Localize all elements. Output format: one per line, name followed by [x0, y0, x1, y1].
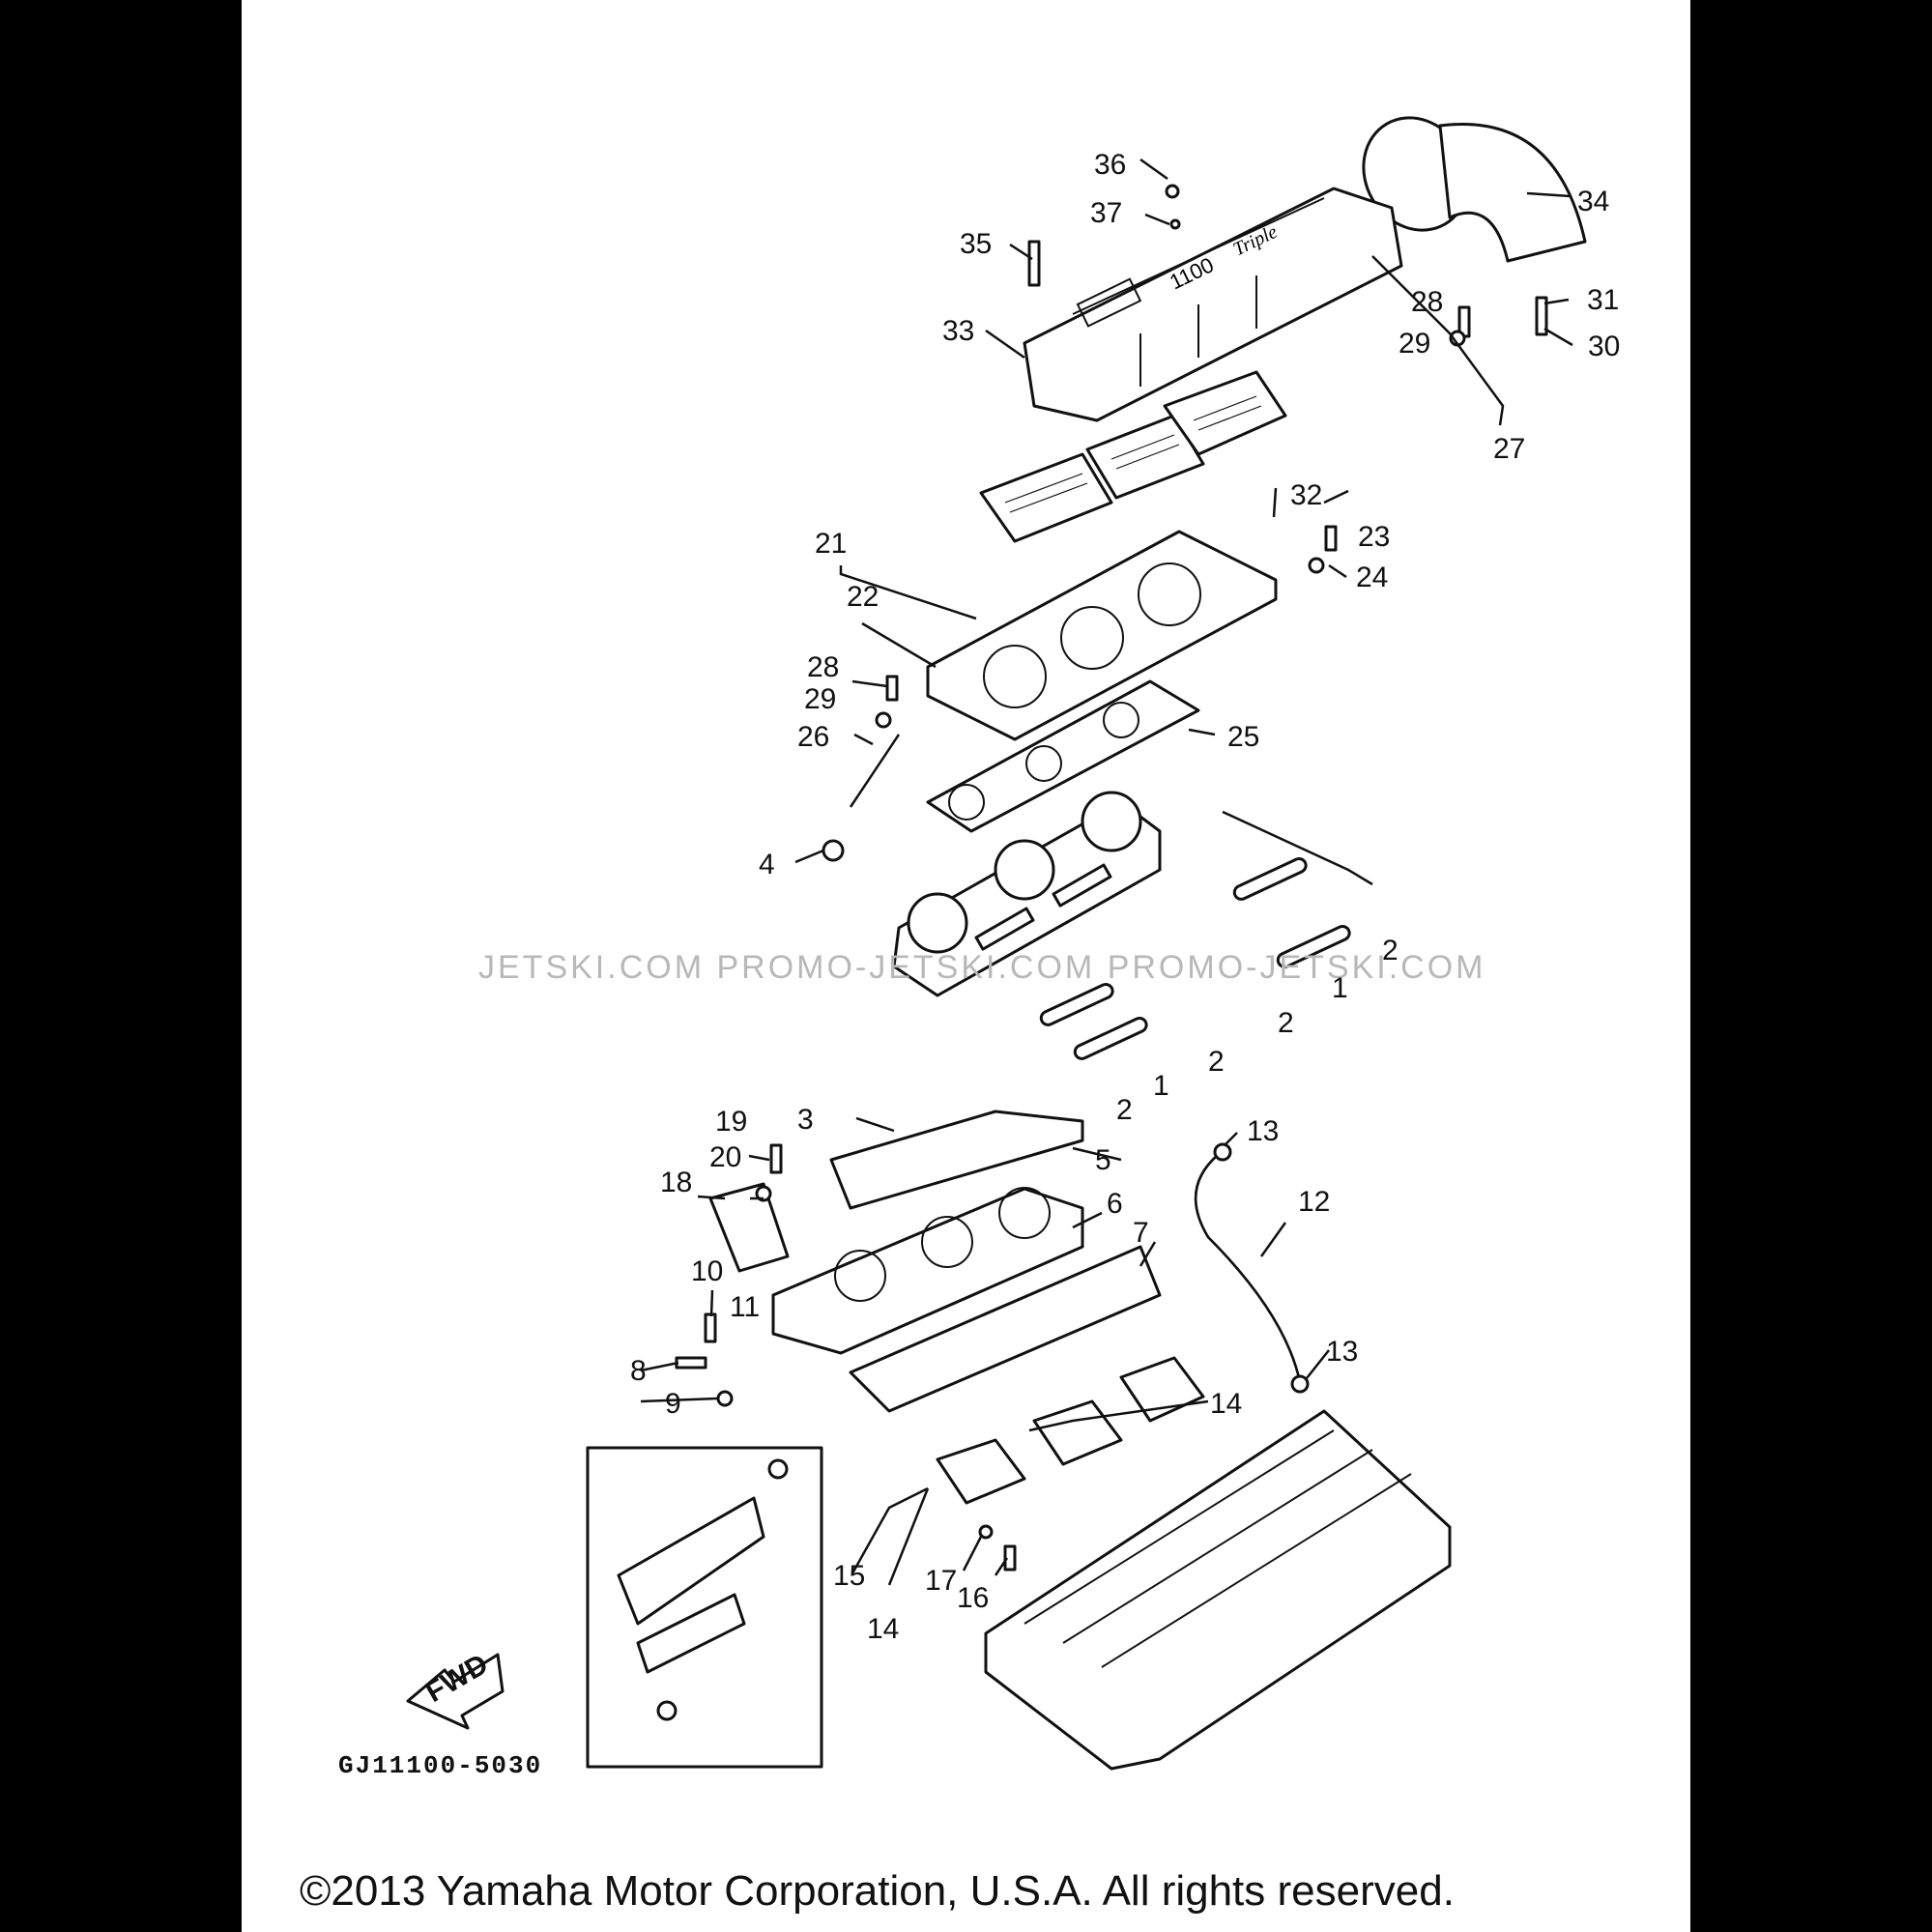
- callout-10: 10: [691, 1255, 723, 1287]
- callout-26: 26: [797, 721, 829, 753]
- callout-33: 33: [942, 315, 974, 347]
- watermark-text: JETSKI.COM PROMO-JETSKI.COM PROMO-JETSKI…: [478, 949, 1485, 986]
- callout-2: 2: [1382, 935, 1399, 966]
- callout-13: 13: [1247, 1115, 1279, 1147]
- callout-35: 35: [960, 228, 992, 260]
- callout-30: 30: [1588, 331, 1620, 362]
- callout-31: 31: [1587, 284, 1619, 316]
- diagram-code: GJ11100-5030: [338, 1751, 543, 1780]
- callout-23: 23: [1358, 521, 1390, 553]
- callout-13: 13: [1326, 1336, 1358, 1368]
- callout-2: 2: [1208, 1046, 1225, 1078]
- intake-manifold-part: [771, 1187, 1162, 1413]
- filter-elements-part: [979, 370, 1287, 543]
- callout-16: 16: [957, 1582, 989, 1614]
- fasteners-part: [675, 184, 1548, 1572]
- callout-25: 25: [1227, 721, 1259, 753]
- callout-27: 27: [1493, 433, 1525, 465]
- callout-28: 28: [807, 651, 839, 683]
- callout-14: 14: [867, 1613, 899, 1645]
- callout-labels: 36 37 35 33 34 28 31 29 30 27 32 21 23 2…: [630, 149, 1620, 1645]
- callout-7: 7: [1133, 1217, 1149, 1249]
- callout-5: 5: [1095, 1144, 1111, 1176]
- callout-15: 15: [833, 1560, 865, 1592]
- fwd-arrow-icon: FWD: [406, 1648, 505, 1730]
- callout-2: 2: [1278, 1007, 1294, 1039]
- callout-37: 37: [1090, 197, 1122, 229]
- callout-28: 28: [1411, 286, 1443, 318]
- callout-36: 36: [1094, 149, 1126, 181]
- callout-1: 1: [1153, 1070, 1169, 1102]
- callout-29: 29: [804, 683, 836, 715]
- gasket-part: [926, 679, 1200, 833]
- joint-pipes-part: [1039, 856, 1351, 1060]
- callout-17: 17: [925, 1565, 957, 1597]
- callout-4: 4: [759, 849, 775, 880]
- bracket-plate-part: [708, 1182, 790, 1273]
- callout-3: 3: [797, 1104, 814, 1136]
- inset-detail-box: [586, 1446, 823, 1769]
- callout-11: 11: [730, 1291, 760, 1323]
- callout-19: 19: [715, 1106, 747, 1138]
- airbox-cover-part: 1100 Triple: [1023, 187, 1403, 422]
- intake-gasket-part: [829, 1110, 1084, 1210]
- reed-valves-part: [936, 1356, 1205, 1505]
- crankcase-housing-part: [984, 1409, 1452, 1771]
- callout-32: 32: [1290, 479, 1322, 511]
- carburetor-assembly-part: [892, 791, 1162, 997]
- callout-9: 9: [665, 1388, 681, 1420]
- callout-18: 18: [660, 1167, 692, 1198]
- copyright-notice: ©2013 Yamaha Motor Corporation, U.S.A. A…: [300, 1867, 1455, 1915]
- callout-20: 20: [709, 1141, 741, 1173]
- callout-34: 34: [1577, 186, 1609, 217]
- callout-21: 21: [815, 528, 847, 560]
- fuel-hose-part: [1194, 1142, 1310, 1394]
- callout-6: 6: [1107, 1188, 1123, 1220]
- callout-12: 12: [1298, 1186, 1330, 1218]
- callout-8: 8: [630, 1355, 647, 1387]
- callout-24: 24: [1356, 562, 1388, 593]
- leader-lines: [640, 158, 1573, 1586]
- adaptor-plate-part: [926, 530, 1278, 741]
- callout-22: 22: [847, 581, 879, 613]
- callout-1: 1: [1332, 972, 1348, 1004]
- callout-29: 29: [1399, 328, 1430, 360]
- intake-duct-part: [1362, 116, 1587, 263]
- callout-14: 14: [1210, 1388, 1242, 1420]
- callout-2: 2: [1116, 1094, 1133, 1126]
